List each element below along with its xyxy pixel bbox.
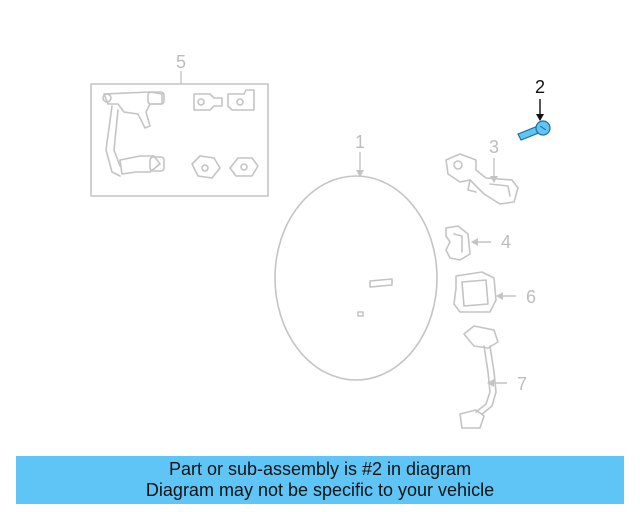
callout-7: 7 [517,374,527,394]
part-5-sensor-c-dot [201,164,209,172]
part-5-sensor-d [229,157,259,177]
part-3-group: 3 [445,137,519,205]
part-4-clip [445,225,471,261]
part-5-group: 5 [90,52,269,197]
part-7-cable-2 [481,345,497,415]
part-5-bracket [103,91,163,129]
part-7-group: 7 [459,325,527,429]
callout-6: 6 [526,287,536,307]
part-4-group: 4 [445,225,511,261]
part-5-sensor-b [227,89,255,111]
callout-4: 4 [501,232,511,252]
part-7-cable [475,345,491,413]
part-3-hinge-rib [489,183,511,197]
banner-line-2: Diagram may not be specific to your vehi… [145,480,495,500]
part-1-group: 1 [274,132,438,381]
part-2-group: 2 [517,77,551,141]
part-3-hinge-tab [467,179,477,193]
part-5-lower-clip [119,155,161,175]
part-3-hinge [445,153,519,205]
part-5-sensor-a-dot [197,98,205,106]
part-4-clip-inner [453,233,463,253]
part-5-bracket-arm-inner [113,109,121,167]
info-banner: Part or sub-assembly is #2 in diagram Di… [16,456,624,504]
part-5-connector-a [147,91,165,105]
part-5-bracket-hole [102,93,112,103]
part-6-group: 6 [453,271,536,313]
part-5-box [90,83,269,197]
callout-2: 2 [535,77,545,97]
part-5-sensor-b-dot [236,98,244,106]
part-1-slot [369,278,393,288]
part-5-connector-b [149,156,165,172]
part-1-door [274,175,438,381]
part-6-housing-face [461,279,489,307]
part-6-housing [453,271,497,313]
part-5-sensor-a [193,93,223,111]
part-7-lower-end [459,409,485,429]
part-1-mark [357,311,364,317]
banner-line-1: Part or sub-assembly is #2 in diagram [168,459,472,479]
callout-3: 3 [489,137,499,157]
part-2-bolt-slot [539,125,547,131]
callout-1: 1 [355,132,365,152]
part-5-sensor-c [191,155,221,179]
callout-5: 5 [176,52,186,72]
part-3-hinge-pin [453,160,463,170]
part-5-sensor-d-dot [240,163,248,171]
part-7-upper-mount [463,325,499,349]
part-5-bracket-arm [105,105,121,177]
